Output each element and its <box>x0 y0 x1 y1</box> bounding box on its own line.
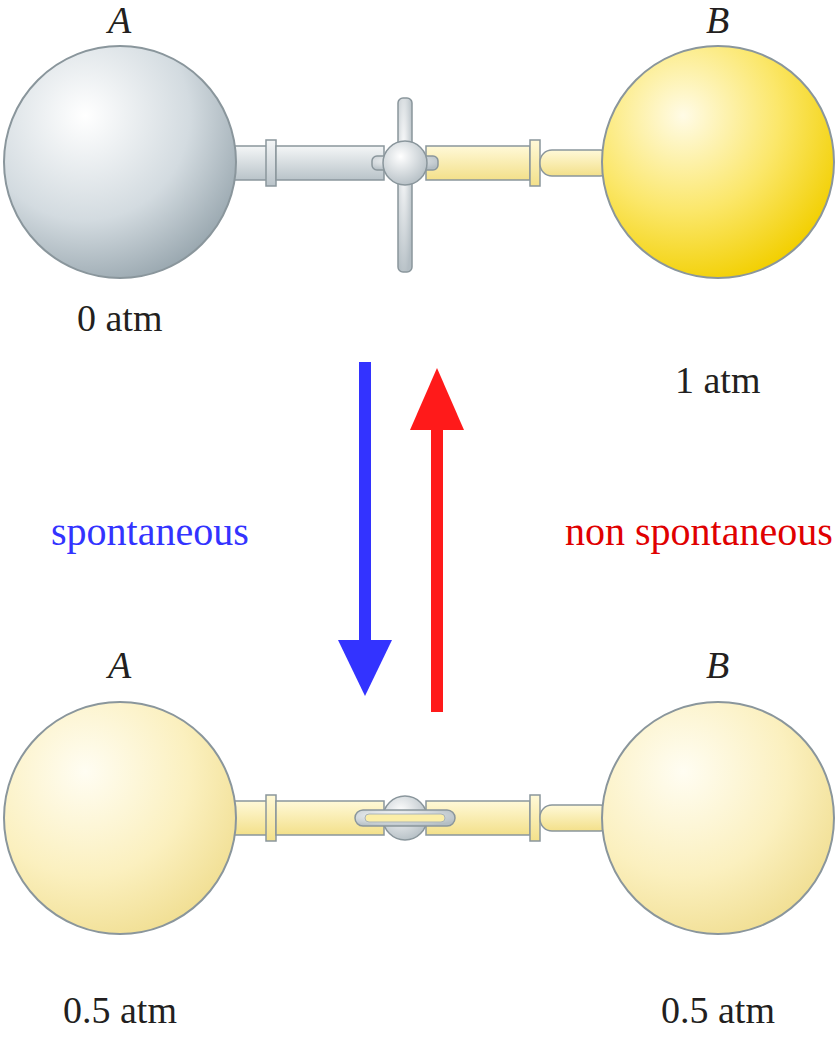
flask-bulb <box>0 640 240 1035</box>
flask-letter: A <box>108 1 131 39</box>
pressure-value: 0.5 atm <box>63 991 177 1029</box>
pressure-value: 0 atm <box>77 299 162 337</box>
non-spontaneous-arrow <box>410 368 464 712</box>
gas-flask: B 1 atm <box>598 0 838 405</box>
gas-flask: A 0.5 atm <box>0 640 240 1035</box>
flask-bulb <box>598 0 838 405</box>
flask-bulb <box>598 640 838 1035</box>
pressure-value: 1 atm <box>675 361 760 399</box>
pressure-value: 0.5 atm <box>661 991 775 1029</box>
flask-letter: B <box>706 1 729 39</box>
spontaneous-arrow <box>338 362 392 696</box>
top-tube <box>228 98 612 272</box>
flask-letter: B <box>706 646 729 684</box>
gas-flask: A 0 atm <box>0 0 240 345</box>
process-label: non spontaneous <box>565 512 833 552</box>
process-label: spontaneous <box>51 512 249 552</box>
flask-letter: A <box>108 646 131 684</box>
gas-flask: B 0.5 atm <box>598 640 838 1035</box>
bottom-tube <box>228 795 612 841</box>
flask-bulb <box>0 0 240 345</box>
